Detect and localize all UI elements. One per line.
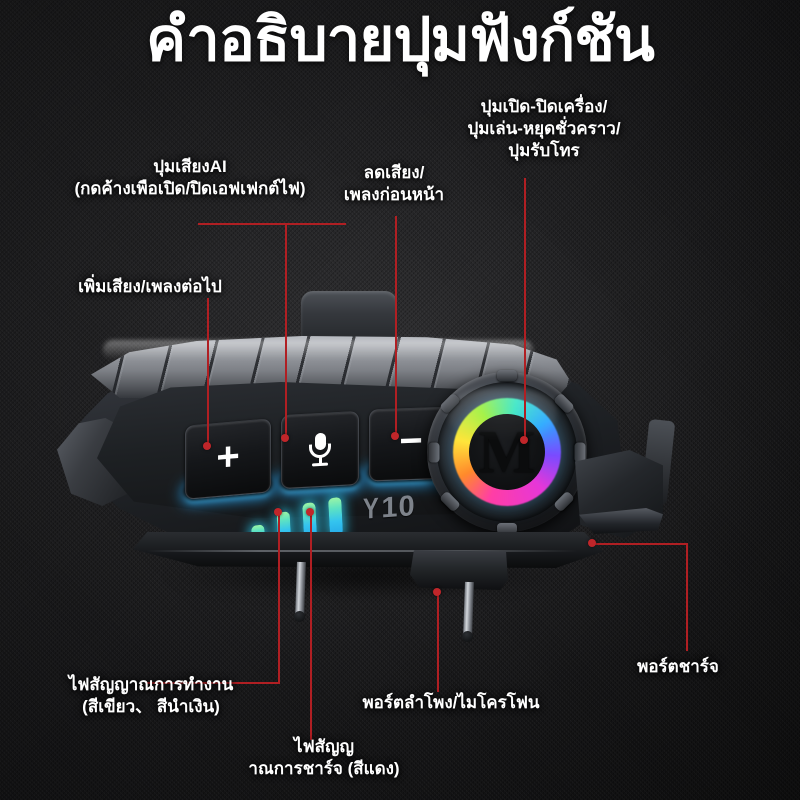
- dial-nub-right: [574, 442, 586, 463]
- callout-status-led-line1: ไฟสัญญาณการทำงาน: [68, 675, 234, 694]
- brand-number: 10: [381, 490, 416, 525]
- callout-power-line1: ปุมเปิด-ปิดเครื่อง/: [480, 97, 608, 116]
- callout-ai-voice-button: ปุมเสียงAI (กดค้างเพือเปิด/ปิดเอฟเฟกต์ไฟ…: [40, 156, 340, 200]
- callout-ai-voice-line2: (กดค้างเพือเปิด/ปิดเอฟเฟกต์ไฟ): [74, 178, 306, 198]
- leader-dot-ai-voice: [281, 434, 289, 442]
- leader-dot-volume-down: [391, 432, 399, 440]
- dial-nub-left: [428, 442, 440, 463]
- volume-up-button[interactable]: +: [185, 418, 271, 500]
- callout-charging-port: พอร์ตชาร์จ: [608, 656, 748, 678]
- leader-line-power: [524, 178, 526, 440]
- bluetooth-headset-device: + − Y10: [55, 291, 695, 643]
- plus-icon: +: [216, 433, 240, 481]
- callout-power-line3: ปุมรับโทร: [508, 140, 580, 160]
- page-title: คำอธิบายปุมฟังก์ชัน: [146, 6, 655, 73]
- dial-nub-top: [497, 370, 517, 381]
- leader-line-volume-down: [395, 216, 397, 436]
- leader-dot-volume-up: [203, 442, 211, 450]
- callout-power-line2: ปุมเล่น-หยุดชั่วคราว/: [467, 118, 621, 138]
- callout-charge-led-line1: ไฟสัญญ: [294, 737, 354, 756]
- leader-line-ai-voice-v: [285, 223, 287, 438]
- callout-volume-up: เพิ่มเสียง/เพลงต่อไป: [60, 276, 240, 298]
- minus-icon: −: [399, 418, 423, 464]
- leader-line-status-led-h: [146, 682, 280, 684]
- ai-voice-button[interactable]: [281, 410, 359, 490]
- callout-charging-port-line1: พอร์ตชาร์จ: [637, 657, 719, 676]
- leader-line-charge-led: [310, 512, 312, 740]
- speaker-mic-port-block: [410, 550, 508, 590]
- device-bottom-seam: [147, 550, 577, 552]
- model-branding: Y10: [361, 490, 416, 527]
- callout-status-led-line2: (สีเขียว、 สีนำเงิน): [82, 696, 220, 716]
- callout-volume-down: ลดเสียง/ เพลงก่อนหน้า: [338, 162, 450, 206]
- callout-volume-up-line1: เพิ่มเสียง/เพลงต่อไป: [78, 277, 222, 296]
- leader-line-charging-port-h: [592, 543, 688, 545]
- leader-line-speaker-mic-port: [437, 592, 439, 692]
- brand-m-logo: M: [478, 419, 536, 485]
- callout-charge-led: ไฟสัญญ าณการชาร์จ (สีแดง): [214, 736, 434, 780]
- callout-speaker-mic-port: พอร์ตลำโพง/ไมโครโฟน: [334, 692, 568, 714]
- leader-dot-speaker-mic-port: [433, 588, 441, 596]
- leader-dot-status-led: [274, 508, 282, 516]
- brand-letter-y: Y: [362, 492, 380, 526]
- led-bar-4: [328, 496, 344, 537]
- callout-charge-led-line2: าณการชาร์จ (สีแดง): [248, 758, 400, 778]
- leader-line-ai-voice-h: [198, 223, 346, 225]
- device-bezel-highlight: [103, 340, 533, 360]
- dial-nub-bottom: [497, 523, 517, 534]
- leader-line-charging-port-v: [686, 543, 688, 651]
- callout-power-button: ปุมเปิด-ปิดเครื่อง/ ปุมเล่น-หยุดชั่วคราว…: [424, 96, 664, 161]
- callout-volume-down-line2: เพลงก่อนหน้า: [343, 184, 445, 204]
- callout-status-led: ไฟสัญญาณการทำงาน (สีเขียว、 สีนำเงิน): [32, 674, 270, 718]
- leader-line-status-led-v: [278, 512, 280, 684]
- leader-dot-charging-port: [588, 539, 596, 547]
- callout-volume-down-line1: ลดเสียง/: [363, 163, 425, 182]
- rgb-ring-center: [469, 414, 545, 490]
- leader-dot-power: [520, 436, 528, 444]
- callout-ai-voice-line1: ปุมเสียงAI: [153, 157, 227, 176]
- microphone-icon: [309, 432, 331, 467]
- leader-dot-charge-led: [306, 508, 314, 516]
- leader-line-volume-up: [207, 298, 209, 446]
- connector-pin-right: [461, 581, 474, 643]
- callout-speaker-mic-port-line1: พอร์ตลำโพง/ไมโครโฟน: [362, 693, 540, 712]
